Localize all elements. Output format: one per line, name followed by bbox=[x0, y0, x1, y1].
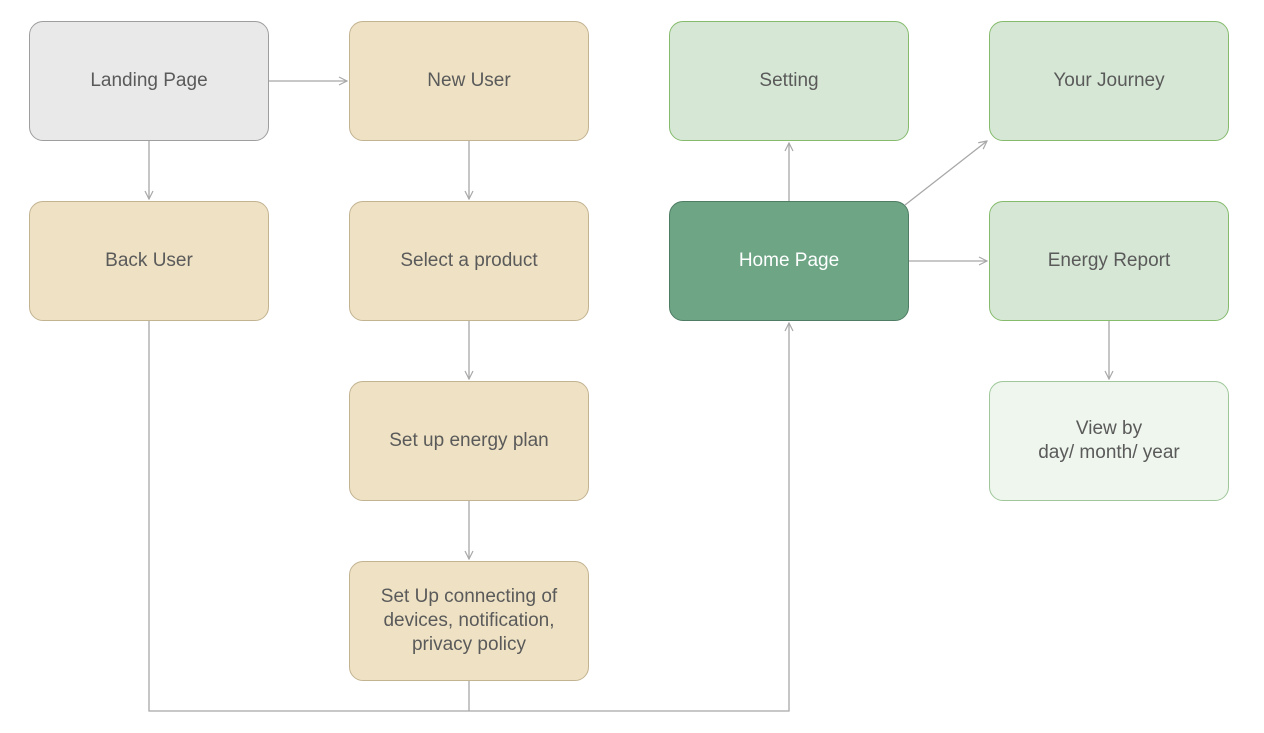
new-user-label: New User bbox=[427, 70, 511, 91]
edge-home-to-journey bbox=[904, 141, 987, 206]
your-journey-label: Your Journey bbox=[1053, 70, 1165, 91]
select-product-label: Select a product bbox=[400, 250, 538, 271]
connect-devices-label: Set Up connecting of devices, notificati… bbox=[380, 586, 558, 655]
landing-page-label: Landing Page bbox=[90, 70, 208, 91]
energy-plan-node[interactable]: Set up energy plan bbox=[349, 381, 589, 501]
new-user-node[interactable]: New User bbox=[349, 21, 589, 141]
back-user-node[interactable]: Back User bbox=[29, 201, 269, 321]
energy-report-label: Energy Report bbox=[1047, 250, 1171, 271]
view-by-label: View by day/ month/ year bbox=[1038, 418, 1180, 463]
home-page-label: Home Page bbox=[738, 250, 840, 271]
home-page-node[interactable]: Home Page bbox=[669, 201, 909, 321]
select-product-node[interactable]: Select a product bbox=[349, 201, 589, 321]
view-by-node[interactable]: View by day/ month/ year bbox=[989, 381, 1229, 501]
setting-label: Setting bbox=[759, 70, 819, 91]
connect-devices-node[interactable]: Set Up connecting of devices, notificati… bbox=[349, 561, 589, 681]
setting-node[interactable]: Setting bbox=[669, 21, 909, 141]
energy-report-node[interactable]: Energy Report bbox=[989, 201, 1229, 321]
landing-page-node[interactable]: Landing Page bbox=[29, 21, 269, 141]
energy-plan-label: Set up energy plan bbox=[389, 430, 549, 451]
back-user-label: Back User bbox=[105, 250, 193, 271]
your-journey-node[interactable]: Your Journey bbox=[989, 21, 1229, 141]
